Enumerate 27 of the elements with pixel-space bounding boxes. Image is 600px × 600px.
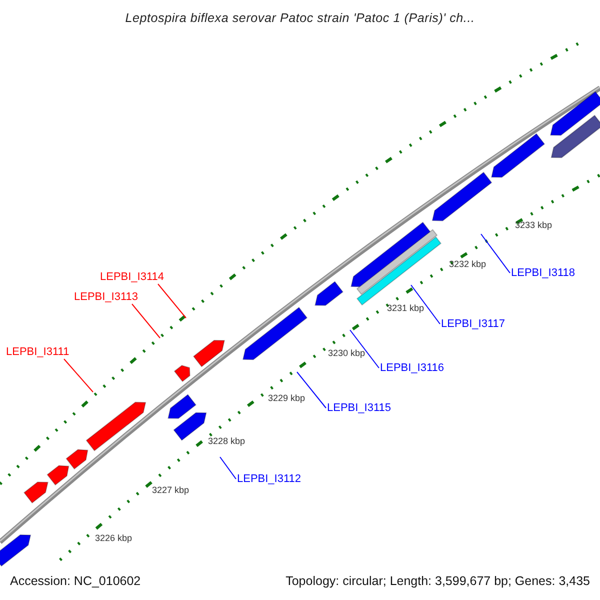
leader-line	[132, 304, 160, 338]
gene-label: LEPBI_I3115	[327, 402, 392, 415]
position-label: 3228 kbp	[208, 436, 246, 447]
accession-text: Accession: NC_010602	[10, 574, 141, 588]
position-label: 3230 kbp	[328, 348, 366, 359]
gene-label: LEPBI_I3113	[74, 291, 138, 304]
title: Leptospira biflexa serovar Patoc strain 'Patoc 1 (Paris)' ch...	[124, 11, 476, 25]
leader-line	[350, 330, 380, 368]
leader-line	[64, 358, 94, 392]
leader-line	[480, 234, 510, 274]
gene-label: LEPBI_I3111	[6, 346, 70, 359]
gene-label: LEPBI_I3114	[100, 271, 164, 284]
summary-text: Topology: circular; Length: 3,599,677 bp; Genes: 3,435	[286, 574, 590, 588]
gene-label: LEPBI_I3116	[380, 362, 444, 375]
leader-line	[410, 284, 440, 324]
position-label: 3232 kbp	[449, 259, 486, 270]
position-label: 3233 kbp	[515, 220, 552, 231]
leader-line	[220, 456, 236, 480]
leader-line	[158, 284, 186, 318]
position-label: 3231 kbp	[387, 303, 424, 314]
leader-line	[296, 372, 326, 408]
position-label: 3226 kbp	[95, 533, 132, 544]
position-label: 3229 kbp	[268, 393, 306, 404]
gene-label: LEPBI_I3117	[441, 318, 506, 331]
gene-label: LEPBI_I3118	[511, 267, 576, 280]
position-label: 3227 kbp	[152, 485, 190, 496]
gene-label: LEPBI_I3112	[237, 473, 302, 486]
